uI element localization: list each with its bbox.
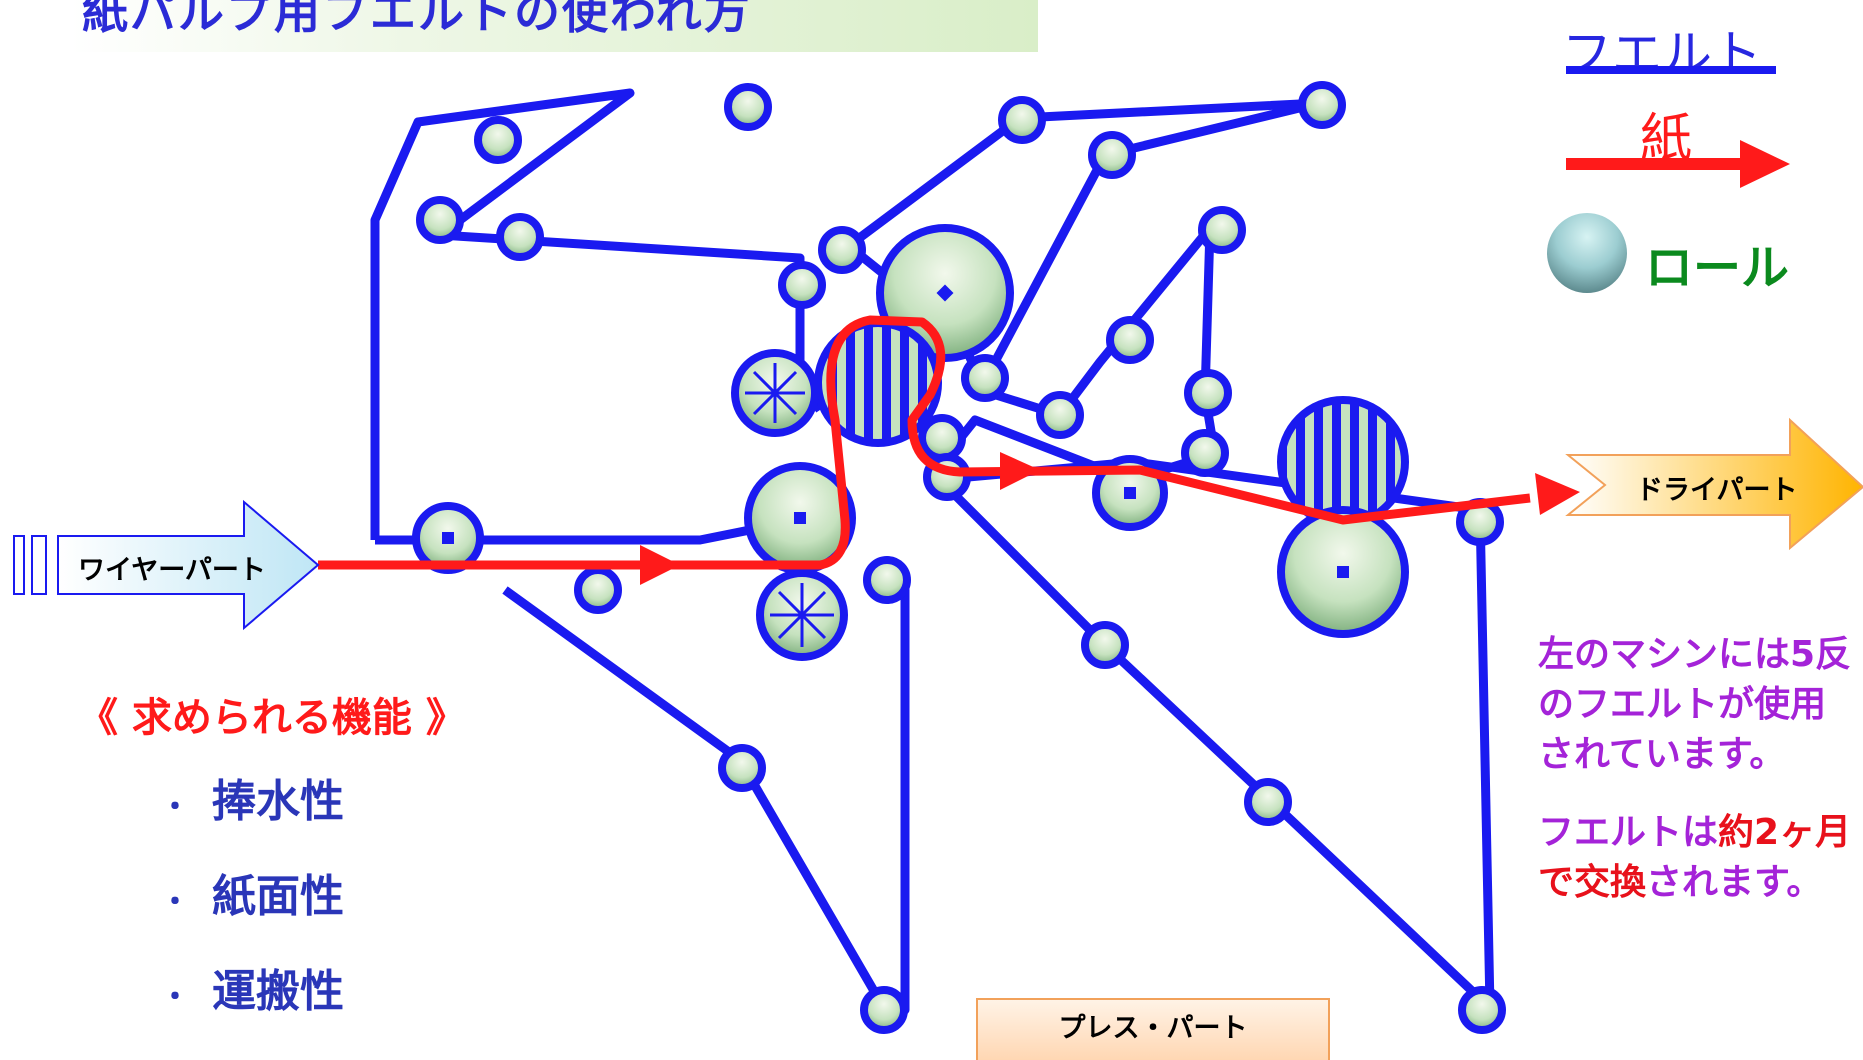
function-item: ・捧水性	[160, 776, 344, 827]
guide-roll	[1036, 391, 1084, 439]
dry-part-label: ドライパート	[1636, 475, 1798, 506]
legend-graphics	[1547, 140, 1790, 293]
guide-roll	[1298, 81, 1346, 129]
guide-roll	[918, 414, 966, 462]
felt-loop-3	[847, 98, 1325, 456]
function-item-label: 紙面性	[212, 871, 344, 922]
legend-felt-label: フエルト	[1562, 25, 1762, 83]
note-felt-count: 左のマシンには5反のフエルトが使用されています。	[1538, 634, 1852, 775]
function-item: ・運搬性	[160, 966, 344, 1017]
felt-loop-1b	[370, 88, 824, 540]
guide-roll	[1181, 429, 1229, 477]
note-felt-replacement: フエルトは約2ヶ月で交換されます。	[1538, 808, 1858, 908]
guide-roll	[416, 196, 464, 244]
legend-roll-label: ロール	[1645, 240, 1790, 296]
function-item-label: 運搬性	[212, 966, 344, 1017]
guide-rolls	[416, 81, 1506, 1034]
legend-felt-line	[1566, 66, 1776, 74]
felt-loop-4	[934, 457, 1495, 1013]
guide-roll	[1244, 778, 1292, 826]
guide-roll	[1088, 131, 1136, 179]
function-item: ・紙面性	[160, 871, 344, 922]
guide-roll	[496, 213, 544, 261]
note-replacement-part-c: されます。	[1646, 862, 1823, 903]
wire-part-label: ワイヤーパート	[78, 555, 266, 586]
press-part-label: プレス・パート	[1058, 1013, 1248, 1044]
guide-roll	[863, 556, 911, 604]
guide-roll	[724, 83, 772, 131]
guide-roll	[778, 261, 826, 309]
note-replacement-part-b: 約2ヶ月で交換	[1538, 812, 1852, 903]
guide-roll	[818, 226, 866, 274]
wire-part-arrow	[13, 499, 320, 631]
guide-roll	[574, 566, 622, 614]
guide-roll	[998, 96, 1046, 144]
function-item-label: 捧水性	[212, 776, 344, 827]
guide-roll	[1184, 369, 1232, 417]
guide-roll	[860, 986, 908, 1034]
guide-roll	[1458, 986, 1506, 1034]
guide-roll	[1198, 206, 1246, 254]
legend-roll-icon	[1547, 213, 1627, 293]
guide-roll	[1106, 316, 1154, 364]
felt-loop-2	[502, 571, 910, 1015]
guide-roll	[718, 744, 766, 792]
functions-title: 《 求められる機能 》	[78, 695, 466, 741]
title-box	[70, 0, 1038, 52]
note-replacement-part-a: フエルトは	[1538, 812, 1719, 853]
legend-paper-label: 紙	[1640, 109, 1693, 169]
press-part-box: プレス・パート	[976, 998, 1330, 1060]
guide-roll	[474, 116, 522, 164]
guide-roll	[1081, 621, 1129, 669]
guide-roll	[961, 354, 1009, 402]
page-title: 紙パルプ用フエルトの使われ方	[82, 0, 752, 39]
dry-part-arrow	[1565, 417, 1863, 551]
paper-path	[318, 315, 1580, 585]
